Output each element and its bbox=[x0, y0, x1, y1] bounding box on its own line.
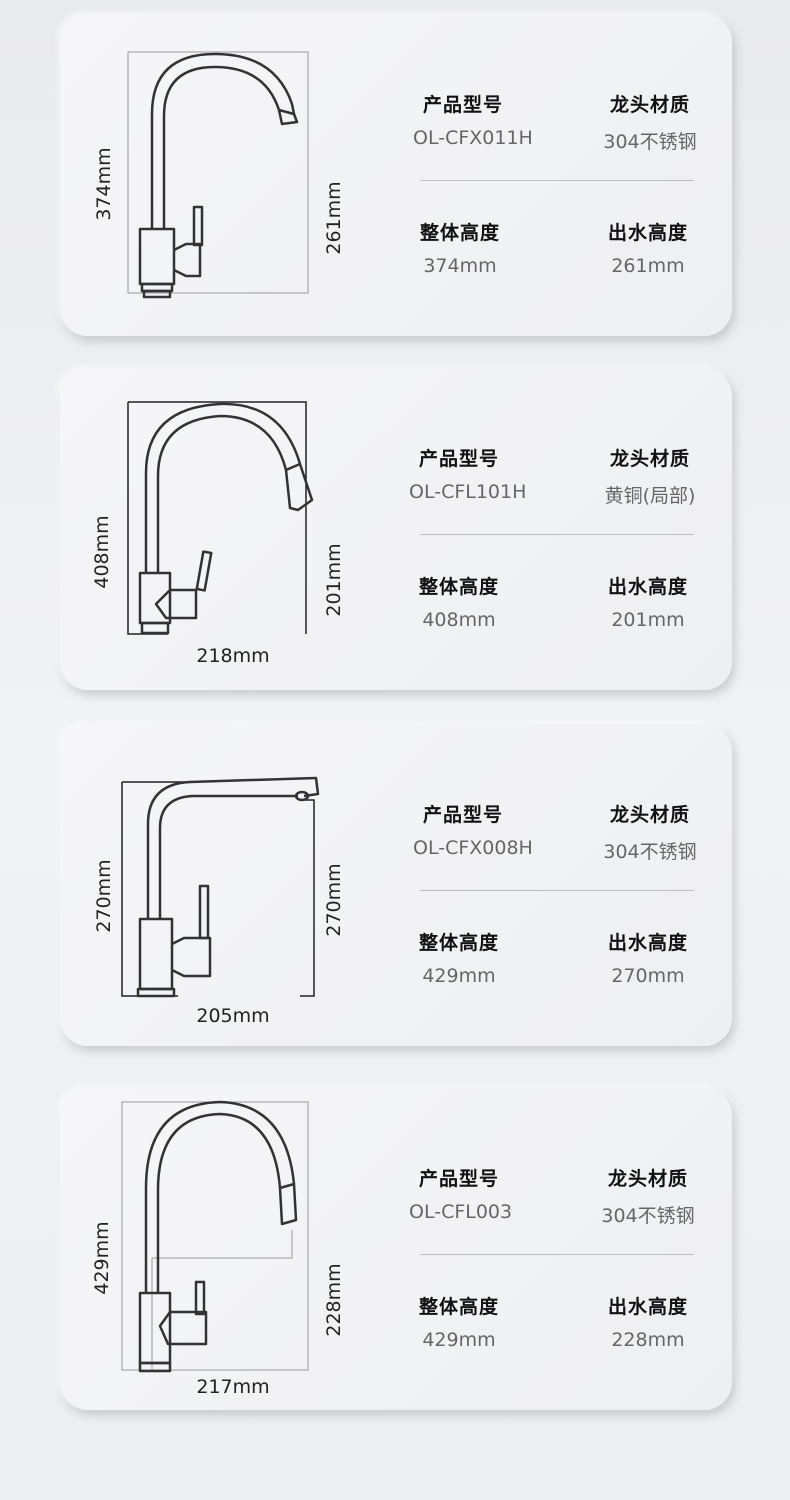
width-dimension: 205mm bbox=[196, 1005, 270, 1027]
overall-height-dimension: 270mm bbox=[93, 859, 115, 933]
spec-outlet-height-label: 出水高度 bbox=[607, 222, 688, 244]
spec-material: 龙头材质 304不锈钢 bbox=[598, 1164, 698, 1228]
spec-material-label: 龙头材质 bbox=[609, 94, 690, 116]
spec-model: 产品型号 OL-CFX011H bbox=[413, 90, 533, 149]
spec-material-label: 龙头材质 bbox=[609, 804, 690, 826]
faucet-drawing-4 bbox=[121, 1100, 309, 1373]
spec-material: 龙头材质 304不锈钢 bbox=[600, 90, 700, 154]
spec-divider bbox=[420, 1254, 694, 1255]
spec-outlet-height: 出水高度 270mm bbox=[598, 928, 698, 987]
spec-material-label: 龙头材质 bbox=[609, 448, 690, 470]
spec-outlet-height-value: 261mm bbox=[611, 255, 685, 277]
spec-total-height: 整体高度 429mm bbox=[409, 1292, 509, 1351]
outlet-height-dimension: 261mm bbox=[323, 181, 345, 255]
product-card-1: 374mm 261mm 产品型号 OL-CFX011H 龙头材质 304不锈钢 … bbox=[60, 14, 732, 336]
spec-total-height-label: 整体高度 bbox=[418, 1296, 499, 1318]
spec-outlet-height-label: 出水高度 bbox=[607, 576, 688, 598]
spec-model-label: 产品型号 bbox=[422, 94, 503, 116]
width-dimension: 217mm bbox=[196, 1376, 270, 1398]
product-card-4: 429mm 228mm 217mm 产品型号 OL-CFL003 龙头材质 30… bbox=[60, 1088, 732, 1410]
faucet-drawing-2 bbox=[127, 401, 314, 635]
outlet-height-dimension: 270mm bbox=[323, 863, 345, 937]
product-card-2: 408mm 201mm 218mm 产品型号 OL-CFL101H 龙头材质 黄… bbox=[60, 368, 732, 690]
spec-model-value: OL-CFL101H bbox=[409, 481, 527, 503]
spec-divider bbox=[420, 180, 694, 181]
spec-material-value: 304不锈钢 bbox=[601, 1205, 695, 1227]
spec-material-value: 304不锈钢 bbox=[603, 131, 697, 153]
spec-divider bbox=[420, 534, 694, 535]
spec-material-value: 黄铜(局部) bbox=[604, 485, 696, 507]
spec-total-height-value: 374mm bbox=[423, 255, 497, 277]
overall-height-dimension: 429mm bbox=[91, 1221, 113, 1295]
overall-height-dimension: 374mm bbox=[93, 147, 115, 221]
spec-model-value: OL-CFL003 bbox=[409, 1201, 513, 1223]
spec-model-value: OL-CFX011H bbox=[413, 127, 533, 149]
faucet-drawing-3 bbox=[121, 776, 320, 998]
spec-total-height-value: 429mm bbox=[422, 1329, 496, 1351]
spec-outlet-height: 出水高度 228mm bbox=[598, 1292, 698, 1351]
spec-outlet-height-value: 201mm bbox=[611, 609, 685, 631]
spec-material-label: 龙头材质 bbox=[607, 1168, 688, 1190]
spec-total-height-label: 整体高度 bbox=[418, 932, 499, 954]
spec-material-value: 304不锈钢 bbox=[603, 841, 697, 863]
spec-outlet-height: 出水高度 201mm bbox=[598, 572, 698, 631]
spec-total-height: 整体高度 374mm bbox=[410, 218, 510, 277]
spec-model: 产品型号 OL-CFL003 bbox=[409, 1164, 513, 1223]
spec-material: 龙头材质 304不锈钢 bbox=[600, 800, 700, 864]
spec-model-label: 产品型号 bbox=[422, 804, 503, 826]
spec-total-height: 整体高度 429mm bbox=[409, 928, 509, 987]
spec-material: 龙头材质 黄铜(局部) bbox=[600, 444, 700, 508]
product-card-3: 270mm 270mm 205mm 产品型号 OL-CFX008H 龙头材质 3… bbox=[60, 724, 732, 1046]
overall-height-dimension: 408mm bbox=[91, 515, 113, 589]
spec-outlet-height-label: 出水高度 bbox=[607, 1296, 688, 1318]
outlet-height-dimension: 228mm bbox=[323, 1263, 345, 1337]
spec-outlet-height-value: 228mm bbox=[611, 1329, 685, 1351]
outlet-height-dimension: 201mm bbox=[323, 543, 345, 617]
spec-total-height-label: 整体高度 bbox=[419, 222, 500, 244]
spec-outlet-height-value: 270mm bbox=[611, 965, 685, 987]
spec-model-value: OL-CFX008H bbox=[413, 837, 533, 859]
spec-divider bbox=[420, 890, 694, 891]
width-dimension: 218mm bbox=[196, 645, 270, 667]
spec-model: 产品型号 OL-CFL101H bbox=[409, 444, 527, 503]
spec-model: 产品型号 OL-CFX008H bbox=[413, 800, 533, 859]
spec-total-height-label: 整体高度 bbox=[418, 576, 499, 598]
spec-total-height-value: 429mm bbox=[422, 965, 496, 987]
spec-total-height-value: 408mm bbox=[422, 609, 496, 631]
spec-model-label: 产品型号 bbox=[418, 1168, 499, 1190]
spec-outlet-height: 出水高度 261mm bbox=[598, 218, 698, 277]
faucet-drawing-1 bbox=[127, 51, 309, 299]
spec-outlet-height-label: 出水高度 bbox=[607, 932, 688, 954]
spec-model-label: 产品型号 bbox=[418, 448, 499, 470]
spec-total-height: 整体高度 408mm bbox=[409, 572, 509, 631]
